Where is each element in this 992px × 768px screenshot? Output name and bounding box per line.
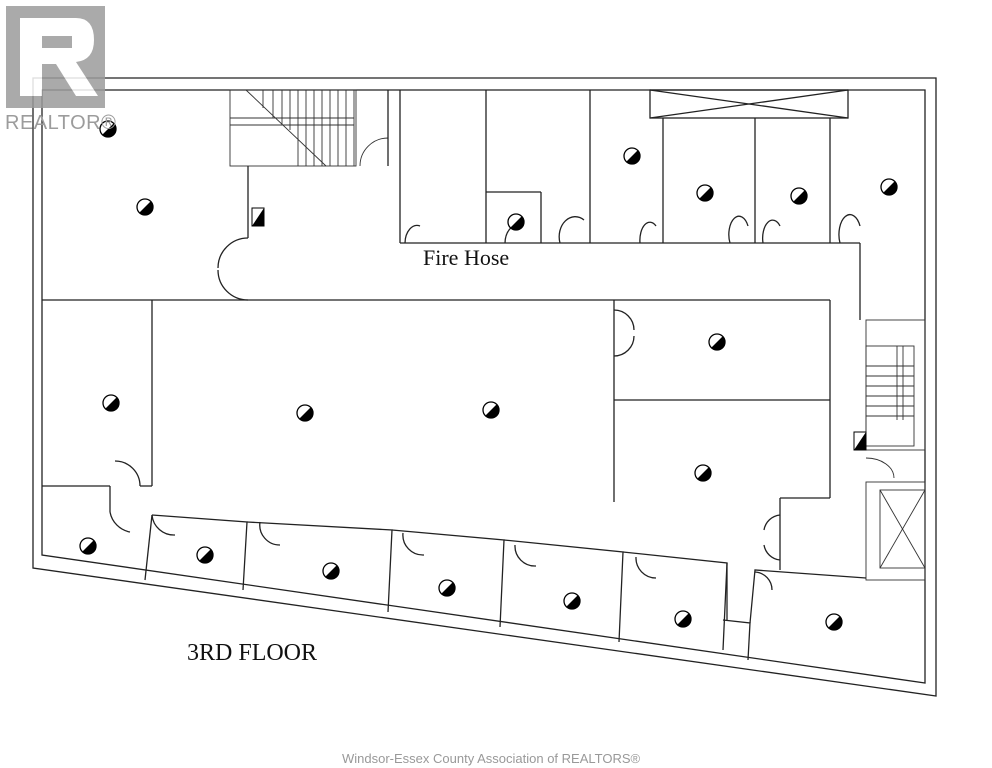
top-rooms [42,89,861,320]
bottom-rooms [109,486,867,661]
light-icon [880,178,899,197]
light-icon [507,213,526,232]
outer-wall [32,77,937,697]
light-icon [482,401,501,420]
light-icon [136,198,155,217]
inner-wall [41,89,926,684]
light-icon [296,404,315,423]
light-icon [563,592,582,611]
stairs-top [229,89,389,167]
watermark: Windsor-Essex County Association of REAL… [342,751,641,766]
light-icon [696,184,715,203]
light-icon [79,537,98,556]
light-icon [438,579,457,598]
floor-label: 3RD FLOOR [187,640,318,666]
light-icon [708,333,727,352]
realtor-logo [6,6,105,108]
light-icon [623,147,642,166]
light-icon [674,610,693,629]
light-icon [196,546,215,565]
middle-rooms [42,300,831,533]
light-icon [102,394,121,413]
realtor-r-icon [20,18,98,96]
fire-hose-label: Fire Hose [423,245,510,270]
exit-sign-icon [251,207,867,451]
light-icon [790,187,809,206]
light-icon [825,613,844,632]
realtor-logo-text: REALTOR® [5,112,117,134]
light-fixtures [79,120,899,632]
light-icon [322,562,341,581]
stairs-right [865,319,926,581]
light-icon [694,464,713,483]
